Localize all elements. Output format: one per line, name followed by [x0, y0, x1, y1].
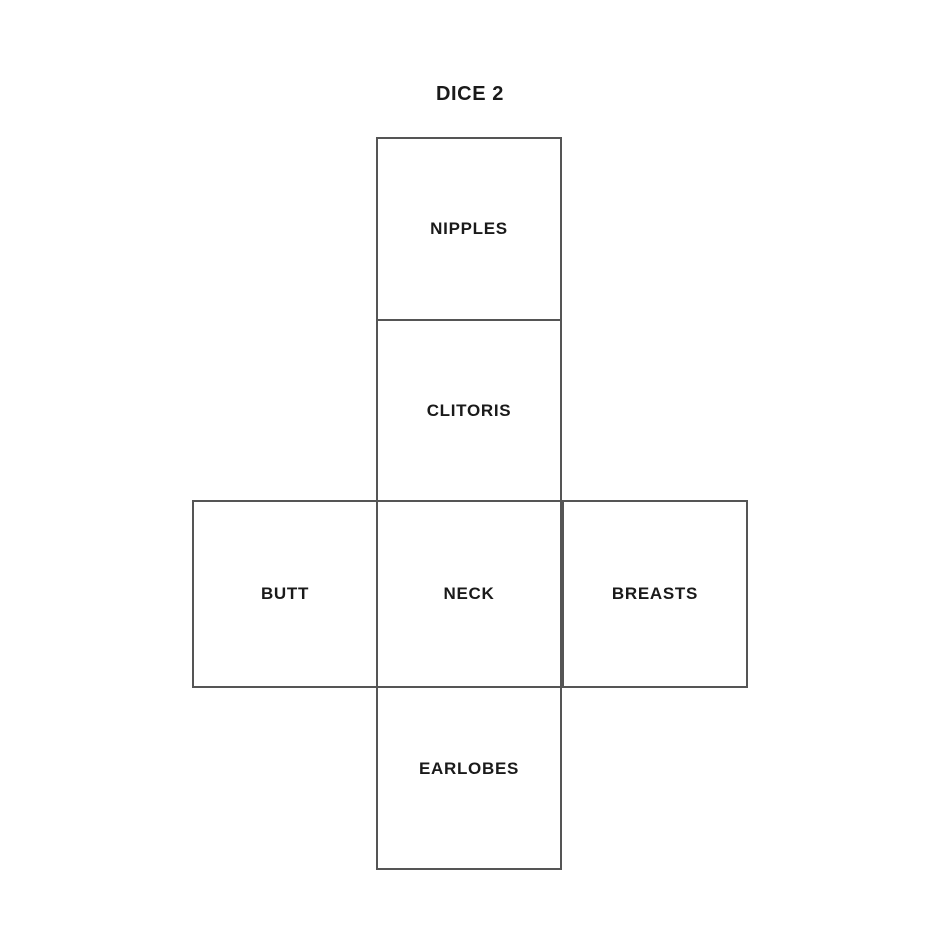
cube-face-breasts[interactable]: BREASTS: [562, 500, 748, 688]
cube-face-label-neck: NECK: [443, 584, 495, 603]
cube-face-label-breasts: BREASTS: [611, 584, 699, 603]
cube-face-label-clitoris: CLITORIS: [426, 400, 512, 420]
page-title: DICE 2: [435, 83, 505, 105]
cube-face-label-butt: BUTT: [260, 584, 310, 603]
cube-face-clitoris[interactable]: CLITORIS: [376, 319, 562, 502]
cube-face-label-nipples: NIPPLES: [430, 219, 508, 238]
cube-face-earlobes[interactable]: EARLOBES: [376, 686, 562, 870]
cube-face-label-earlobes: EARLOBES: [418, 759, 520, 778]
cube-face-butt[interactable]: BUTT: [192, 500, 378, 688]
cube-face-nipples[interactable]: NIPPLES: [376, 137, 562, 321]
cube-face-neck[interactable]: NECK: [376, 500, 562, 688]
